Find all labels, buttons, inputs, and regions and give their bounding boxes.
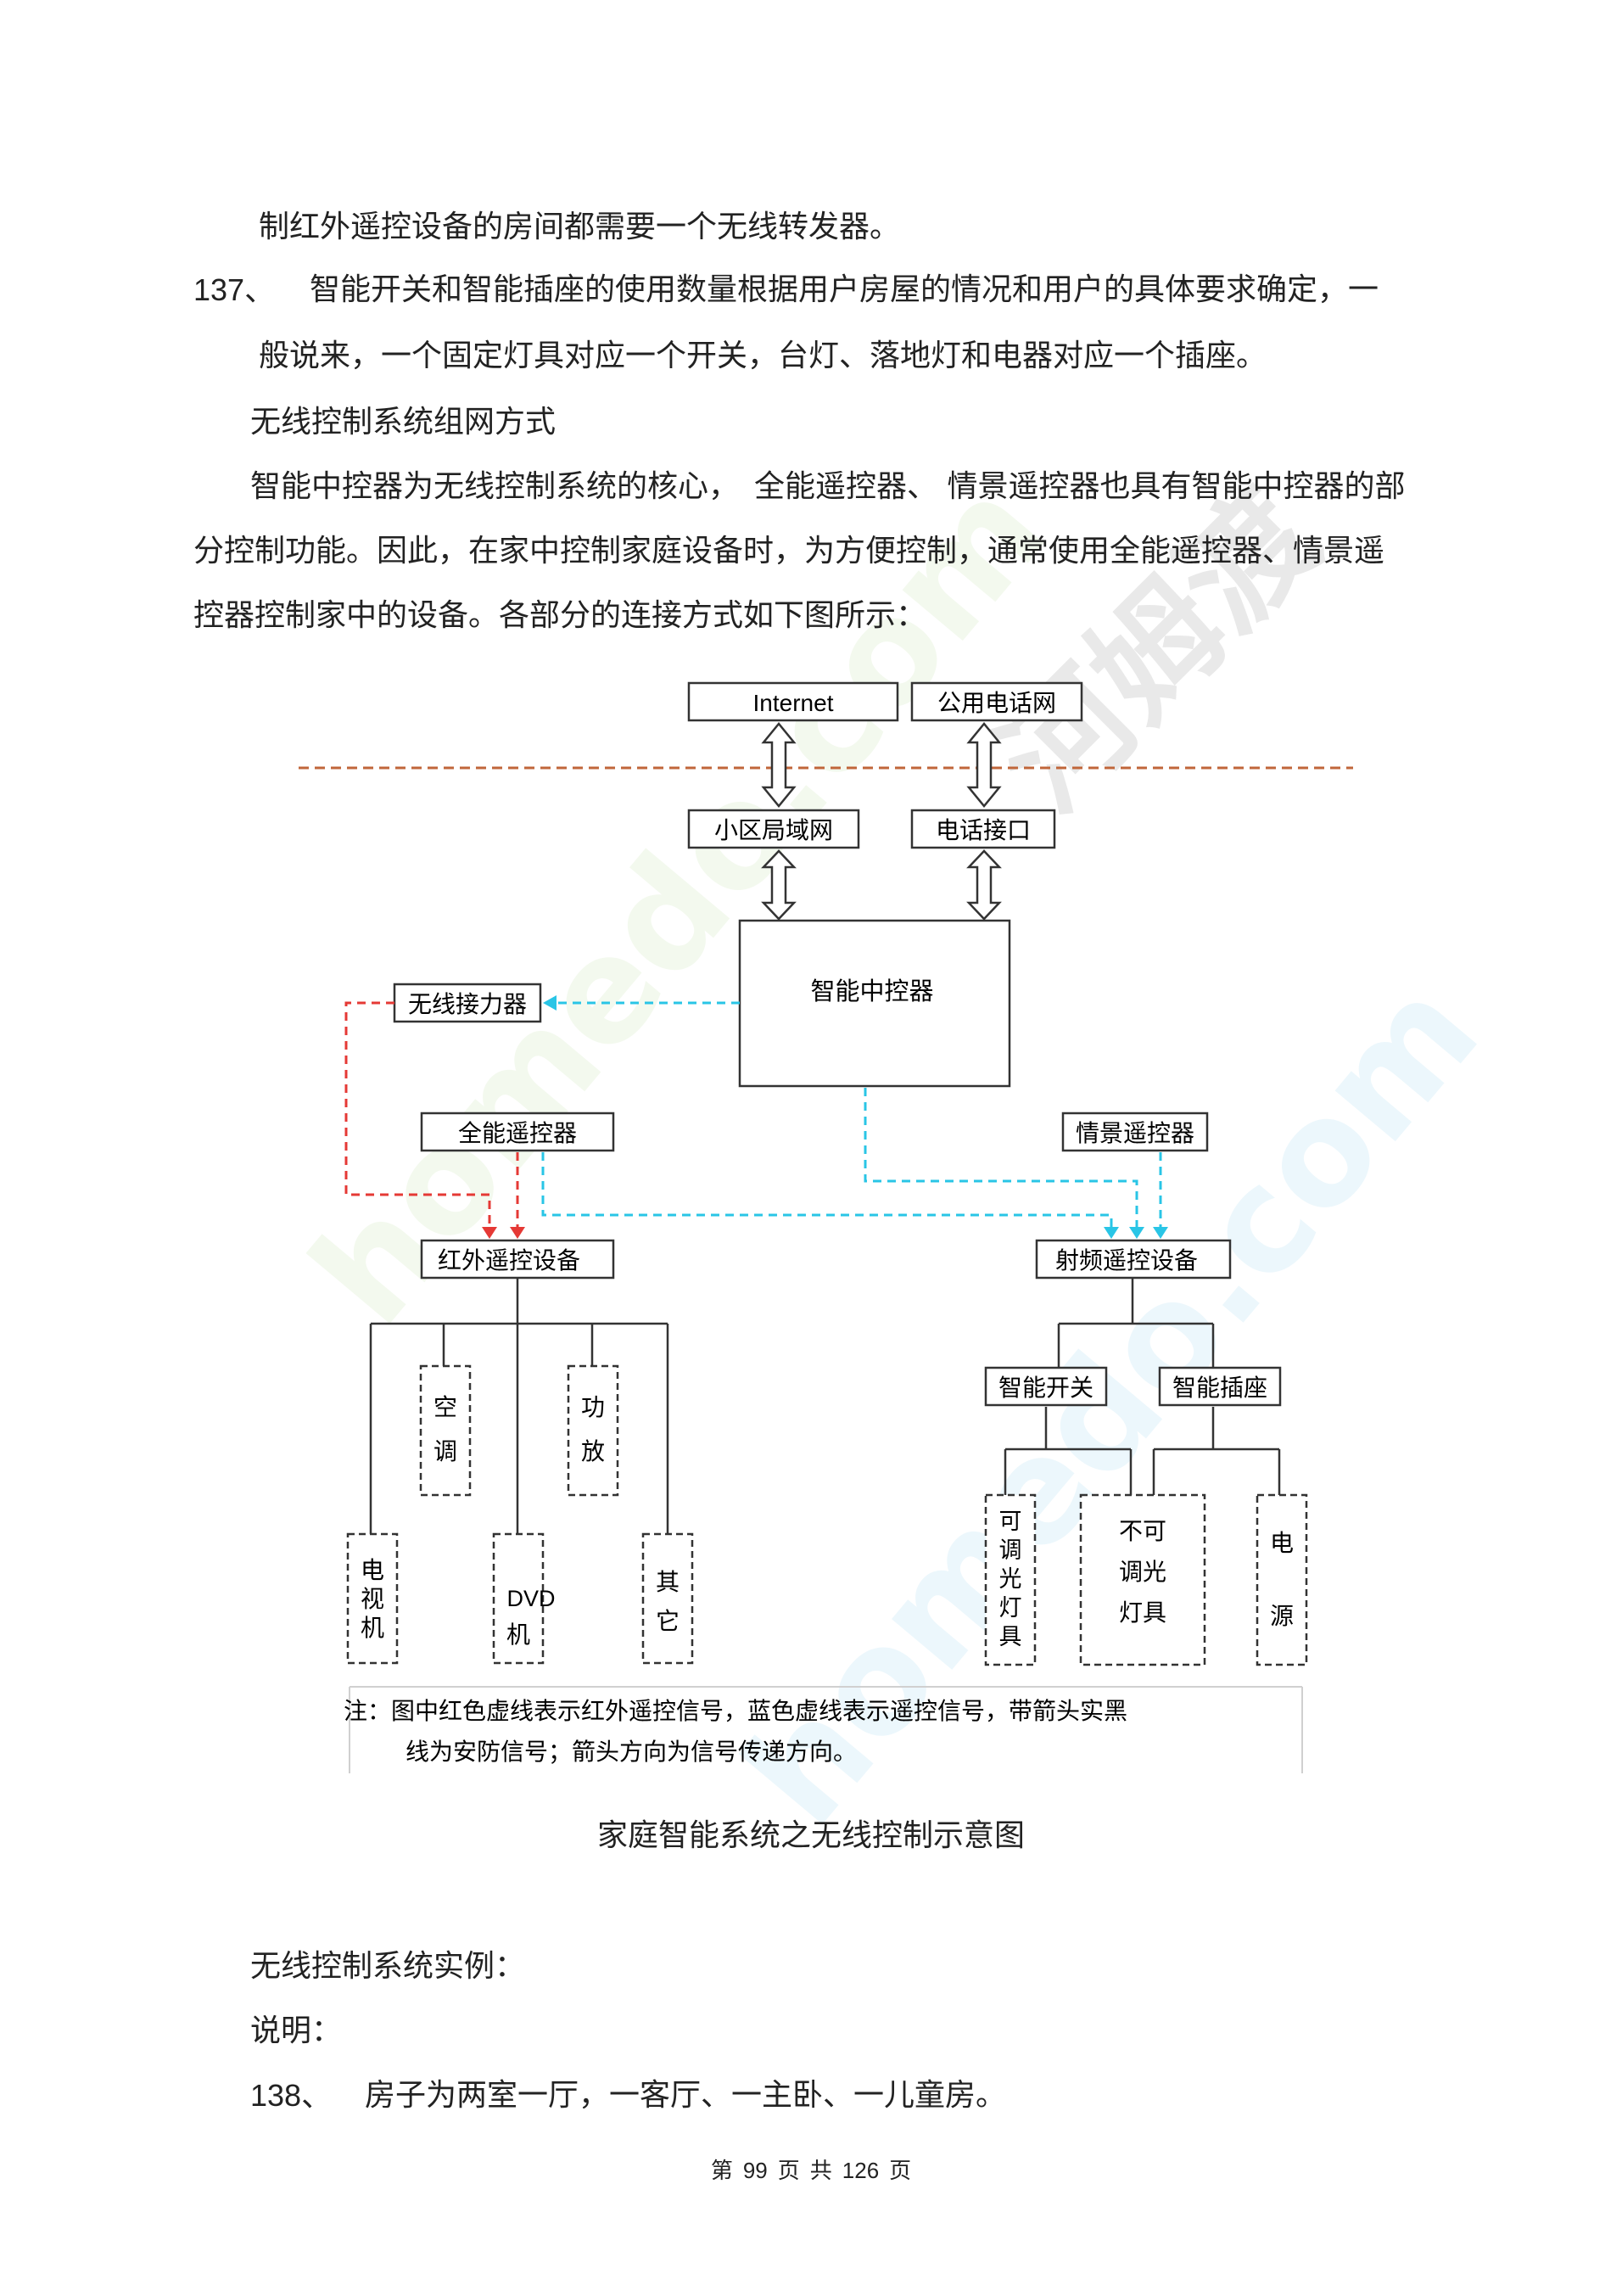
- double-arrow-interface-controller: [966, 849, 1002, 921]
- svg-text:电: 电: [1270, 1529, 1294, 1557]
- scene-remote-label: 情景遥控器: [1076, 1119, 1194, 1147]
- svg-text:源: 源: [1270, 1602, 1294, 1630]
- arrowhead-rf-2: [1129, 1227, 1144, 1239]
- footer-page-number: 99: [742, 2158, 768, 2183]
- lan-label: 小区局域网: [714, 816, 833, 844]
- arrowhead-ir-left: [482, 1227, 497, 1239]
- paragraph-line-3: 控器控制家中的设备。各部分的连接方式如下图所示：: [193, 598, 927, 633]
- footer-total-word: 共: [809, 2159, 832, 2184]
- rf-tree-lines: [1004, 1278, 1281, 1495]
- svg-text:视: 视: [361, 1585, 384, 1613]
- box-phone-interface: 电话接口: [910, 809, 1056, 849]
- box-non-dimmable-light: 不可 调光 灯具: [1079, 1493, 1206, 1666]
- box-tv: 电 视 机: [346, 1532, 399, 1665]
- signal-repeater-to-ir: [344, 1001, 491, 1229]
- box-lan: 小区局域网: [687, 809, 860, 849]
- explanation-label: 说明：: [250, 2013, 343, 2048]
- item-137-text: 智能开关和智能插座的使用数量根据用户房屋的情况和用户的具体要求确定，一: [310, 272, 1379, 307]
- svg-text:放: 放: [581, 1437, 605, 1465]
- ir-devices-label: 红外遥控设备: [438, 1246, 580, 1274]
- svg-text:机: 机: [361, 1614, 384, 1642]
- footer-total-number: 126: [842, 2158, 880, 2183]
- svg-text:可: 可: [999, 1509, 1022, 1535]
- box-smart-socket: 智能插座: [1158, 1366, 1282, 1407]
- signal-remote-to-rf: [541, 1152, 1113, 1229]
- box-rf-devices: 射频遥控设备: [1035, 1239, 1232, 1280]
- svg-text:具: 具: [999, 1624, 1022, 1650]
- box-smart-switch: 智能开关: [984, 1366, 1108, 1407]
- box-ir-devices: 红外遥控设备: [420, 1239, 615, 1280]
- svg-text:调光: 调光: [1119, 1558, 1166, 1586]
- section-heading-example: 无线控制系统实例：: [250, 1949, 526, 1984]
- box-smart-controller: 智能中控器: [738, 919, 1011, 1088]
- smart-switch-label: 智能开关: [998, 1374, 1093, 1402]
- smart-socket-label: 智能插座: [1172, 1374, 1267, 1402]
- box-power-source: 电 源: [1256, 1493, 1308, 1666]
- svg-text:DVD: DVD: [506, 1586, 555, 1611]
- ir-tree-lines: [369, 1278, 669, 1534]
- svg-text:它: 它: [656, 1607, 680, 1635]
- footer-page-unit: 页: [777, 2159, 800, 2184]
- item-138-text: 房子为两室一厅，一客厅、一主卧、一儿童房。: [365, 2078, 1007, 2113]
- box-dvd: DVD 机: [492, 1532, 556, 1665]
- paragraph-line-2: 分控制功能。因此，在家中控制家庭设备时，为方便控制，通常使用全能遥控器、情景遥: [193, 534, 1385, 568]
- note-line-2: 线为安防信号；箭头方向为信号传递方向。: [406, 1738, 857, 1766]
- controller-label: 智能中控器: [810, 977, 933, 1005]
- section-heading-network: 无线控制系统组网方式: [250, 405, 557, 440]
- internet-label: Internet: [753, 690, 834, 716]
- svg-text:灯: 灯: [999, 1595, 1022, 1621]
- double-arrow-internet-lan: [761, 722, 797, 808]
- universal-remote-label: 全能遥控器: [458, 1119, 577, 1147]
- text-line-1: 制红外遥控设备的房间都需要一个无线转发器。: [259, 210, 901, 244]
- svg-text:光: 光: [999, 1566, 1022, 1593]
- arrowhead-ir-right: [510, 1227, 525, 1239]
- svg-text:功: 功: [581, 1393, 605, 1421]
- svg-text:空: 空: [433, 1393, 457, 1421]
- rf-devices-label: 射频遥控设备: [1055, 1246, 1198, 1274]
- double-arrow-lan-controller: [761, 849, 797, 921]
- arrowhead-repeater: [543, 995, 557, 1011]
- footer-total-unit: 页: [889, 2159, 912, 2184]
- phone-network-label: 公用电话网: [937, 689, 1056, 717]
- item-137-number: 137、: [193, 272, 276, 307]
- item-138-number: 138、: [250, 2078, 333, 2113]
- box-wireless-repeater: 无线接力器: [393, 983, 542, 1023]
- box-phone-network: 公用电话网: [910, 681, 1083, 722]
- box-scene-remote: 情景遥控器: [1061, 1112, 1209, 1152]
- paragraph-line-1: 智能中控器为无线控制系统的核心， 全能遥控器、 情景遥控器也具有智能中控器的部: [250, 469, 1406, 504]
- svg-text:调: 调: [999, 1537, 1022, 1564]
- box-dimmable-light: 可 调 光 灯 具: [984, 1493, 1037, 1666]
- svg-text:电: 电: [361, 1556, 384, 1584]
- box-other: 其 它: [641, 1532, 694, 1665]
- diagram-note: 注：图中红色虚线表示红外遥控信号，蓝色虚线表示遥控信号，带箭头实黑 线为安防信号…: [344, 1686, 1303, 1773]
- figure-caption: 家庭智能系统之无线控制示意图: [596, 1818, 1025, 1853]
- footer-page-word: 第: [710, 2159, 733, 2184]
- svg-text:不可: 不可: [1119, 1517, 1166, 1545]
- svg-text:其: 其: [656, 1568, 680, 1596]
- box-air-conditioner: 空 调: [419, 1364, 472, 1497]
- arrowhead-rf-3: [1153, 1227, 1168, 1239]
- box-universal-remote: 全能遥控器: [420, 1112, 615, 1152]
- note-line-1: 注：图中红色虚线表示红外遥控信号，蓝色虚线表示遥控信号，带箭头实黑: [344, 1697, 1127, 1725]
- signal-controller-to-rf: [864, 1088, 1138, 1229]
- svg-text:机: 机: [506, 1621, 530, 1649]
- repeater-label: 无线接力器: [408, 990, 527, 1018]
- box-internet: Internet: [687, 681, 899, 722]
- svg-text:灯具: 灯具: [1119, 1599, 1166, 1627]
- item-137-continuation: 般说来，一个固定灯具对应一个开关，台灯、落地灯和电器对应一个插座。: [259, 339, 1267, 373]
- double-arrow-phone-interface: [966, 722, 1002, 808]
- box-amplifier: 功 放: [567, 1364, 619, 1497]
- svg-text:调: 调: [433, 1437, 457, 1465]
- phone-interface-label: 电话接口: [936, 816, 1031, 844]
- arrowhead-rf-1: [1104, 1227, 1119, 1239]
